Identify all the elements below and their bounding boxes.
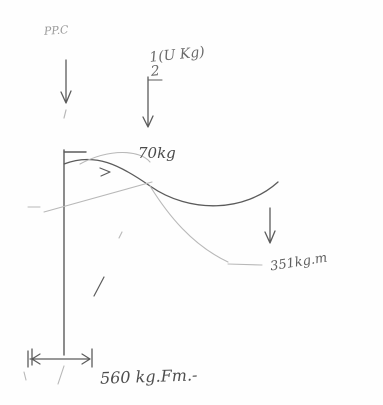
upper-faint-arc	[79, 152, 151, 165]
fraction-label: 1(U Kg) 2	[148, 44, 206, 80]
small-slash-mark	[93, 276, 105, 297]
top-tick-mark	[63, 109, 67, 119]
bottom-moment-label: 560 kg.Fm.-	[99, 365, 198, 388]
mid-load-arrowhead	[142, 115, 154, 128]
faint-left-diagonal	[43, 181, 153, 213]
deflection-curve	[63, 158, 279, 207]
curve-direction-arrow	[99, 167, 111, 177]
bottom-left-tick	[23, 371, 27, 381]
mid-load-label: 70kg	[138, 144, 176, 162]
small-tick	[118, 231, 123, 239]
faint-leader-line	[227, 263, 263, 266]
dimension-right-arrowhead	[81, 353, 91, 365]
top-label: PP.C	[43, 23, 69, 38]
right-moment-arrowhead	[264, 230, 276, 244]
dimension-left-arrowhead	[31, 353, 41, 365]
top-load-arrowhead	[60, 90, 72, 104]
bottom-diagonal-mark	[57, 365, 65, 385]
faint-lower-arc	[149, 185, 229, 263]
